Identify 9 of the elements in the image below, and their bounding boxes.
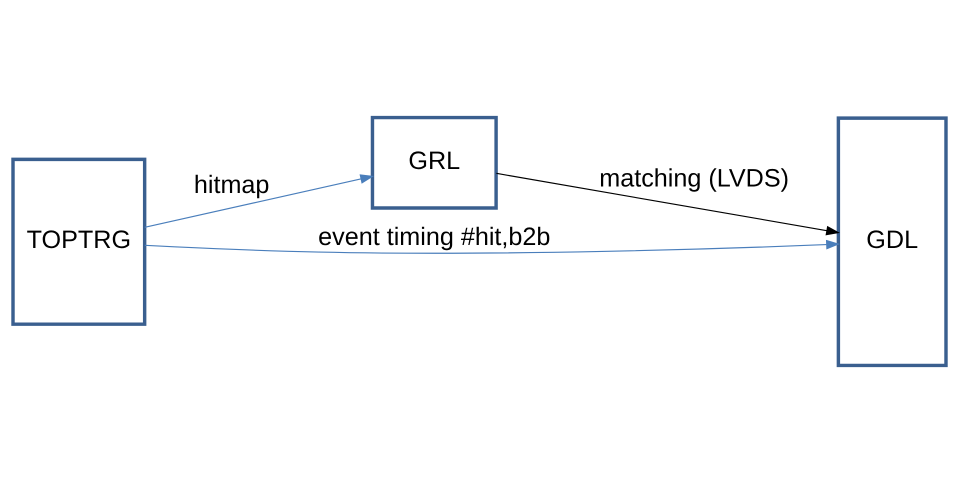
node-box: TOPTRG <box>11 158 146 326</box>
node-box: GDL <box>836 116 948 368</box>
arrow <box>144 174 374 228</box>
edge-label: event timing #hit,b2b <box>318 222 550 251</box>
edge-label: matching (LVDS) <box>599 164 790 192</box>
arrow <box>496 172 840 236</box>
node-box: GRL <box>370 116 498 210</box>
edge-label: hitmap <box>194 171 270 200</box>
arrow <box>144 240 840 254</box>
